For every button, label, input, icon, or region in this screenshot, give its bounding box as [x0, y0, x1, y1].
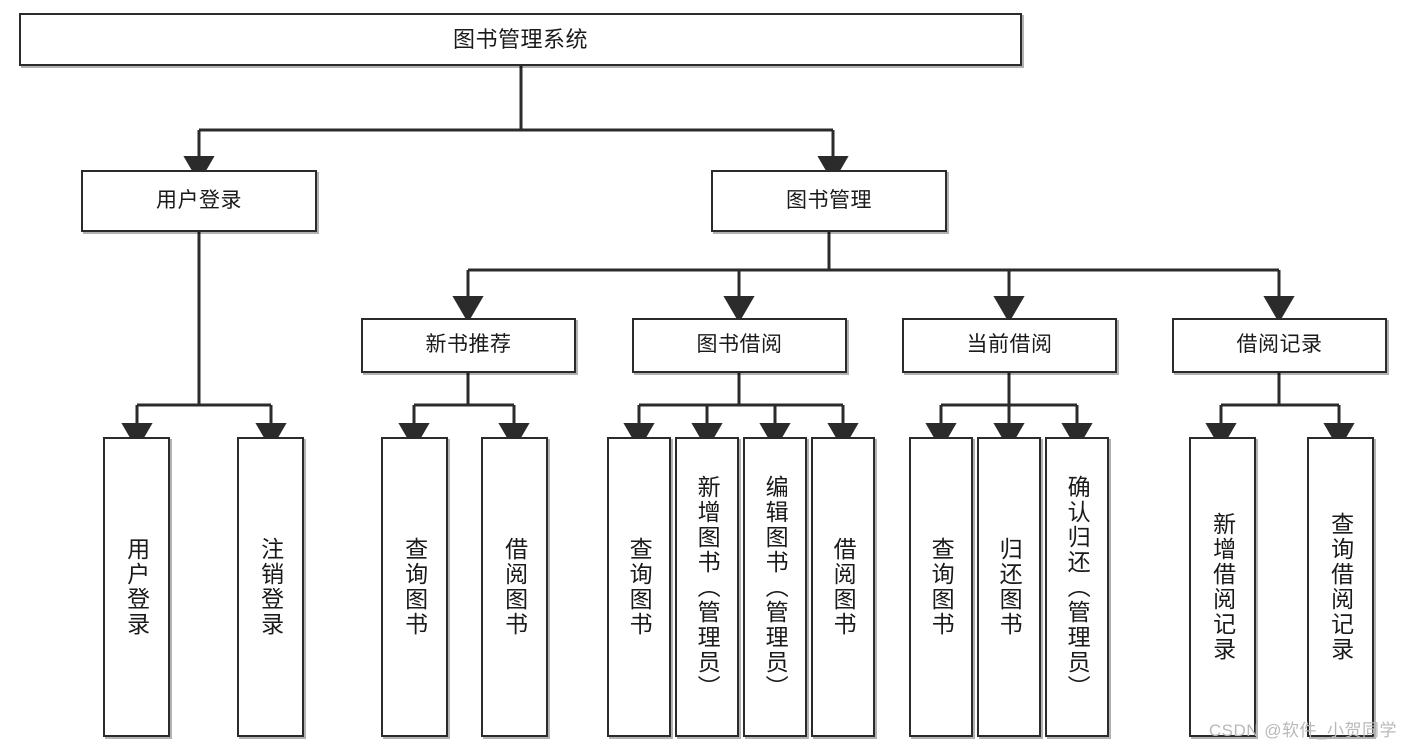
node-borrow-record[interactable]: 借阅记录 [1172, 318, 1387, 373]
node-user-login[interactable]: 用户登录 [81, 170, 317, 232]
node-book-borrow[interactable]: 图书借阅 [632, 318, 847, 373]
node-new-book-recommend[interactable]: 新书推荐 [361, 318, 576, 373]
node-label: 编辑图书（管理员） [762, 474, 789, 700]
node-label: 查询图书 [928, 537, 955, 637]
leaf-add-borrow-record[interactable]: 新增借阅记录 [1189, 437, 1256, 737]
node-root-system[interactable]: 图书管理系统 [19, 13, 1022, 66]
leaf-user-login[interactable]: 用户登录 [103, 437, 170, 737]
node-label: 借阅图书 [501, 537, 528, 637]
node-label: 新书推荐 [425, 333, 512, 357]
node-label: 注销登录 [257, 537, 284, 637]
watermark-text: CSDN @软件_小贺同学 [1208, 721, 1397, 740]
node-label: 借阅记录 [1236, 333, 1323, 357]
node-label: 新增借阅记录 [1209, 512, 1236, 662]
leaf-return-book[interactable]: 归还图书 [977, 437, 1041, 737]
node-label: 借阅图书 [830, 537, 857, 637]
leaf-add-book-admin[interactable]: 新增图书（管理员） [675, 437, 739, 737]
leaf-edit-book-admin[interactable]: 编辑图书（管理员） [743, 437, 807, 737]
node-label: 用户登录 [123, 537, 150, 637]
node-label: 查询图书 [626, 537, 653, 637]
node-label: 新增图书（管理员） [694, 474, 721, 700]
node-label: 归还图书 [996, 537, 1023, 637]
node-label: 查询借阅记录 [1327, 512, 1354, 662]
leaf-borrow-book[interactable]: 借阅图书 [811, 437, 875, 737]
leaf-query-borrow-record[interactable]: 查询借阅记录 [1307, 437, 1374, 737]
leaf-query-book-current[interactable]: 查询图书 [909, 437, 973, 737]
leaf-confirm-return-admin[interactable]: 确认归还（管理员） [1045, 437, 1109, 737]
node-label: 查询图书 [401, 537, 428, 637]
node-label: 确认归还（管理员） [1064, 474, 1091, 700]
node-label: 图书借阅 [696, 333, 783, 357]
node-label: 用户登录 [156, 188, 242, 212]
node-label: 当前借阅 [966, 333, 1053, 357]
node-book-management[interactable]: 图书管理 [711, 170, 947, 232]
leaf-query-book-recommend[interactable]: 查询图书 [381, 437, 448, 737]
node-label: 图书管理 [786, 188, 872, 212]
leaf-borrow-book-recommend[interactable]: 借阅图书 [481, 437, 548, 737]
node-current-borrow[interactable]: 当前借阅 [902, 318, 1117, 373]
leaf-query-book-borrow[interactable]: 查询图书 [607, 437, 671, 737]
leaf-logout[interactable]: 注销登录 [237, 437, 304, 737]
node-label: 图书管理系统 [452, 26, 588, 52]
